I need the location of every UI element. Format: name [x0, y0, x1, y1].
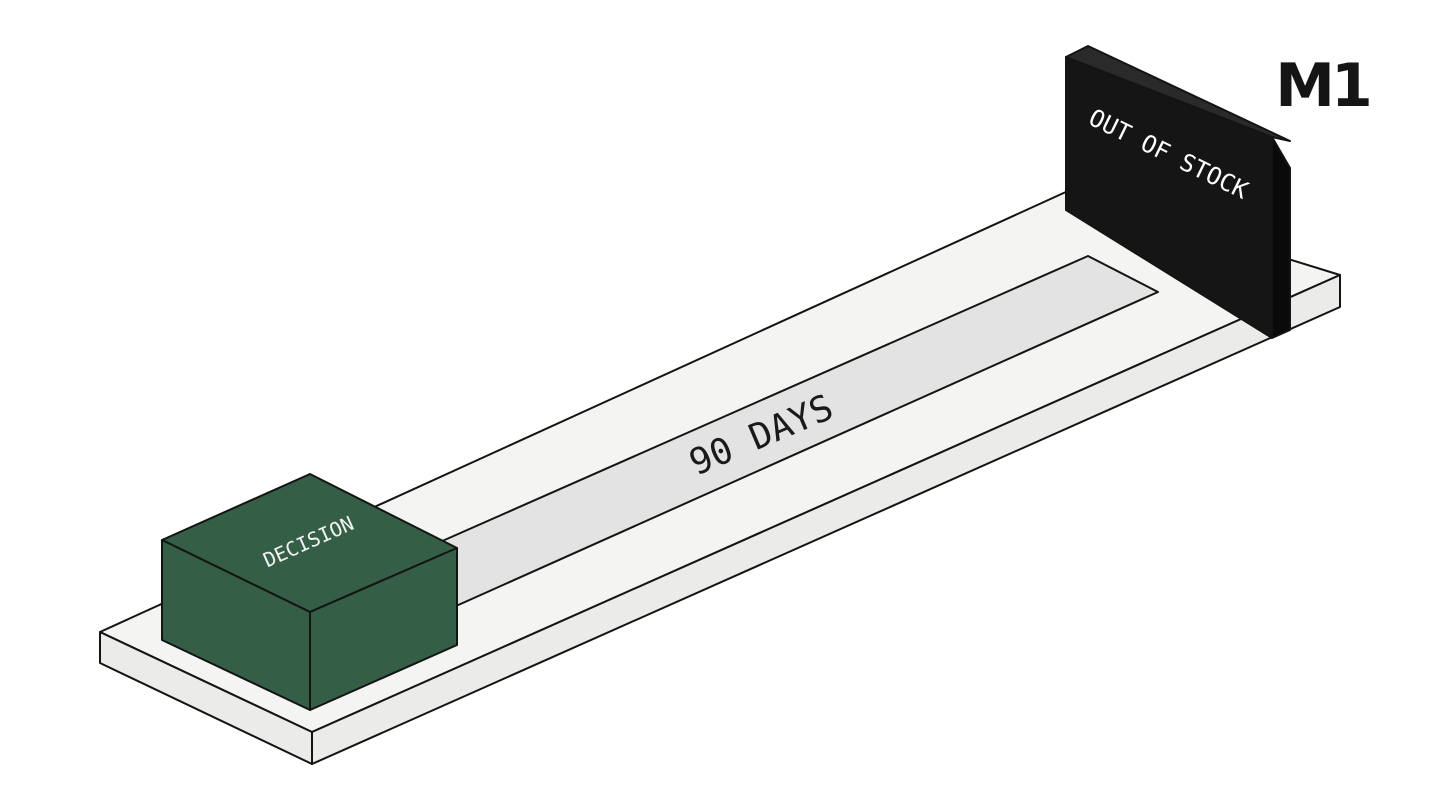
platform-side-face [311, 274, 1341, 765]
decision-block-right-face [309, 547, 458, 711]
m1-logo: M1 [1275, 51, 1369, 121]
out-of-stock-wall: OUT OF STOCK [1065, 45, 1291, 339]
wall-top [1065, 45, 1291, 142]
decision-block: DECISION [161, 473, 458, 711]
wall-edge [1271, 136, 1291, 339]
